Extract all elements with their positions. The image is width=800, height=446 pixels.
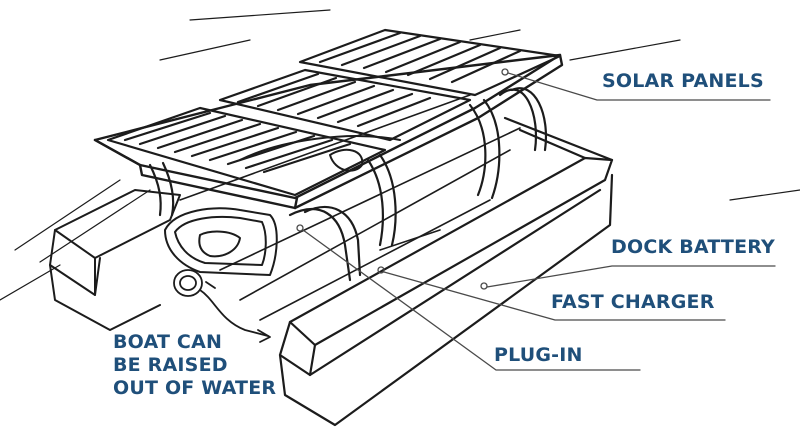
label-dock-battery: DOCK BATTERY bbox=[611, 238, 775, 257]
label-fast-charger: FAST CHARGER bbox=[551, 293, 715, 312]
canopy-frame bbox=[95, 55, 562, 208]
label-boat-raised-line: BOAT CAN bbox=[113, 331, 276, 354]
dock-floor bbox=[180, 95, 520, 320]
solar-panel-3 bbox=[300, 30, 560, 95]
label-plug-in: PLUG-IN bbox=[494, 346, 583, 365]
label-boat-raised-line: OUT OF WATER bbox=[113, 377, 276, 400]
label-boat-raised-line: BE RAISED bbox=[113, 354, 276, 377]
label-solar-panels: SOLAR PANELS bbox=[602, 72, 764, 91]
right-pontoon bbox=[280, 118, 612, 425]
canopy-supports bbox=[150, 88, 546, 280]
label-boat-raised: BOAT CAN BE RAISED OUT OF WATER bbox=[113, 331, 276, 400]
